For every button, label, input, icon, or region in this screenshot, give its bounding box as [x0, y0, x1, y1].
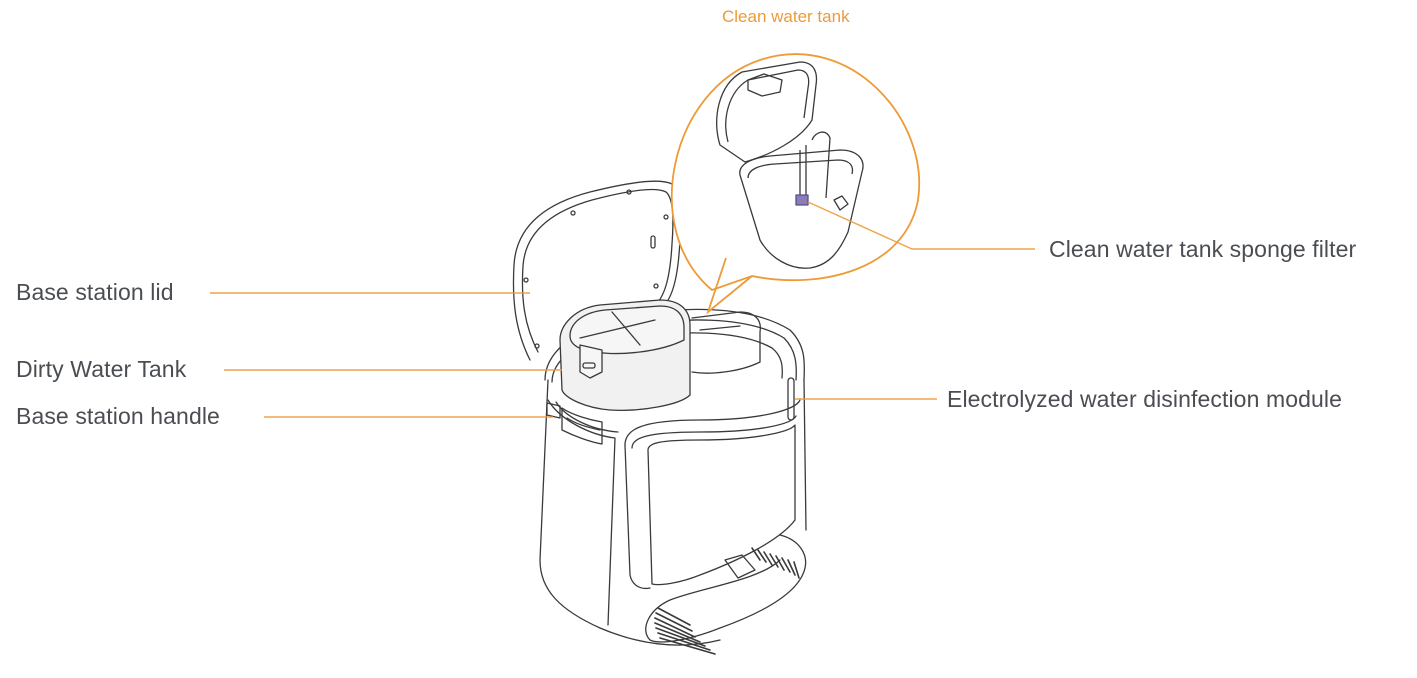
label-clean-water-tank-sponge-filter: Clean water tank sponge filter: [1049, 236, 1357, 262]
dirty-water-tank-drawing: [559, 299, 761, 411]
label-dirty-water-tank: Dirty Water Tank: [16, 356, 187, 382]
label-electrolyzed-water-disinfection-module: Electrolyzed water disinfection module: [947, 386, 1342, 412]
label-base-station-lid: Base station lid: [16, 279, 174, 305]
callout-title-clean-water-tank: Clean water tank: [722, 7, 850, 26]
leader-sponge-filter: [807, 201, 1035, 250]
leader-lines: [210, 201, 1035, 418]
label-base-station-handle: Base station handle: [16, 403, 220, 429]
clean-water-tank-callout: [670, 53, 921, 315]
